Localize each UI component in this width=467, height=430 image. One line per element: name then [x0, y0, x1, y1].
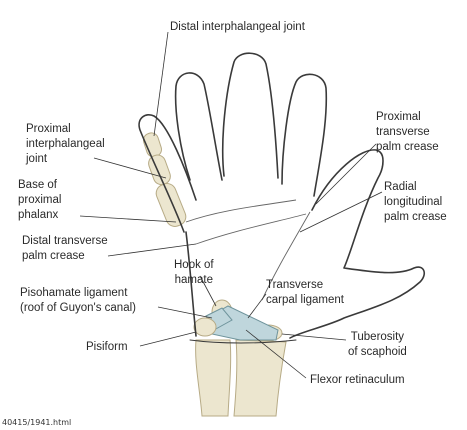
label-line: Radial	[384, 181, 417, 193]
leader-transverse-carpal	[247, 293, 267, 319]
label-text: Distal interphalangeal joint	[170, 21, 305, 33]
label-line: Base of	[18, 179, 57, 191]
label-tuberosity-of-scaphoid: Tuberosity of scaphoid	[348, 330, 407, 360]
label-text: Pisiform	[86, 341, 128, 353]
little-finger-outline	[138, 114, 197, 233]
wrist-line	[189, 339, 297, 344]
label-line: transverse	[376, 126, 430, 138]
label-text: Flexor retinaculum	[310, 374, 405, 386]
middle-finger-outline	[221, 52, 279, 179]
leader-proximal-crease	[315, 143, 377, 205]
palm-creases	[185, 199, 311, 301]
page-url-caption: 40415/1941.html	[2, 418, 72, 427]
label-line: longitudinal	[384, 196, 443, 208]
leader-pisohamate	[157, 306, 213, 319]
label-line: palm crease	[22, 250, 85, 262]
label-pisiform: Pisiform	[86, 340, 128, 355]
label-line: Distal transverse	[22, 235, 108, 247]
proximal-phalanx-bone	[155, 183, 187, 227]
label-line: joint	[26, 153, 48, 165]
label-line: proximal	[18, 194, 62, 206]
distal-transverse-crease	[185, 199, 297, 223]
leader-lines	[79, 31, 383, 379]
label-line: of scaphoid	[348, 346, 407, 358]
palm-ulnar-edge	[185, 231, 197, 337]
radial-longitudinal-crease	[261, 211, 311, 301]
label-line: Tuberosity	[350, 331, 405, 343]
label-line: carpal ligament	[266, 294, 344, 306]
label-line: hamate	[174, 274, 213, 286]
label-line: (roof of Guyon's canal)	[20, 302, 136, 314]
ligaments	[205, 305, 279, 341]
label-transverse-carpal-ligament: Transverse carpal ligament	[266, 278, 344, 308]
leader-tuberosity	[281, 333, 347, 341]
leader-base-phalanx	[79, 215, 177, 223]
label-proximal-interphalangeal-joint: Proximal interphalangeal joint	[26, 122, 105, 167]
label-line: Hook of	[174, 259, 214, 271]
label-line: palm crease	[376, 141, 439, 153]
label-line: Proximal	[26, 123, 71, 135]
leader-pip	[93, 157, 167, 179]
leader-radial-crease	[299, 191, 383, 233]
label-line: Proximal	[376, 111, 421, 123]
leader-distal-crease	[107, 243, 197, 257]
label-distal-interphalangeal-joint: Distal interphalangeal joint	[170, 20, 305, 35]
forearm-bones	[195, 339, 287, 417]
label-line: phalanx	[18, 209, 59, 221]
hand-outline	[138, 52, 426, 344]
label-line: Pisohamate ligament	[20, 287, 128, 299]
middle-phalanx-bone	[148, 154, 171, 186]
label-hook-of-hamate: Hook of hamate	[174, 258, 214, 288]
leader-pisiform	[139, 331, 197, 347]
leader-hook-hamate	[199, 275, 217, 307]
thumb-and-palm-outline	[289, 149, 426, 339]
index-finger-outline	[281, 73, 328, 197]
leader-flexor	[245, 329, 307, 379]
label-proximal-transverse-palm-crease: Proximal transverse palm crease	[376, 110, 439, 155]
little-finger-bones	[142, 132, 187, 227]
distal-phalanx-bone	[142, 132, 162, 158]
label-line: interphalangeal	[26, 138, 105, 150]
label-line: Transverse	[266, 279, 324, 291]
radius-bone	[233, 339, 287, 417]
leader-dip	[153, 31, 169, 137]
label-base-of-proximal-phalanx: Base of proximal phalanx	[18, 178, 61, 223]
pisiform-bone	[193, 317, 217, 337]
label-radial-longitudinal-palm-crease: Radial longitudinal palm crease	[384, 180, 447, 225]
label-line: palm crease	[384, 211, 447, 223]
ulna-bone	[195, 339, 232, 417]
label-flexor-retinaculum: Flexor retinaculum	[310, 373, 405, 388]
proximal-transverse-crease	[195, 213, 307, 245]
label-distal-transverse-palm-crease: Distal transverse palm crease	[22, 234, 108, 264]
ring-finger-outline	[174, 72, 223, 181]
label-pisohamate-ligament: Pisohamate ligament (roof of Guyon's can…	[20, 286, 136, 316]
